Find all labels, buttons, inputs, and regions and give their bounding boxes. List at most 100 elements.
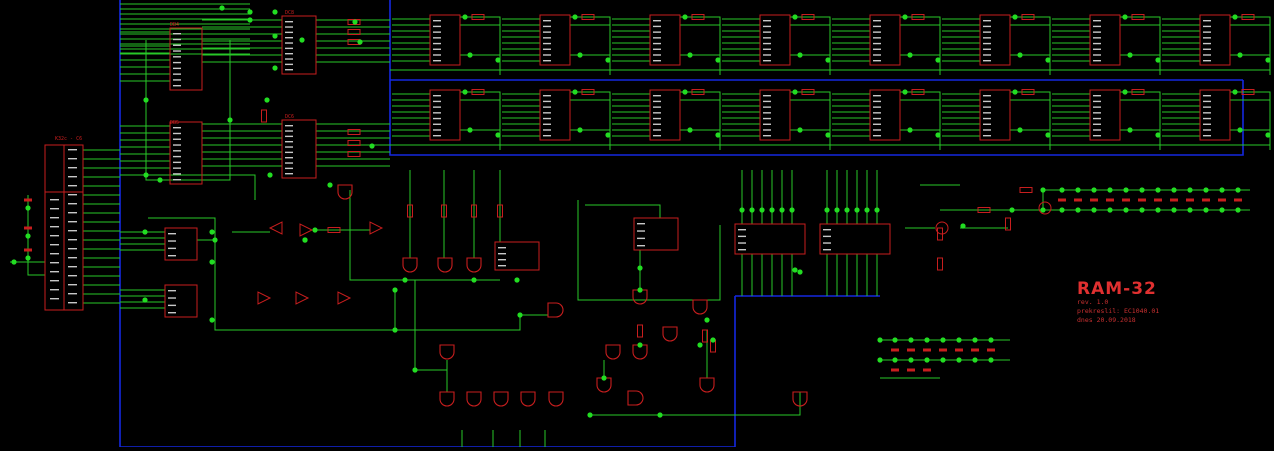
wire	[27, 195, 45, 276]
wire	[585, 204, 661, 218]
pin-label	[1203, 60, 1211, 62]
pin-label	[983, 100, 991, 103]
pin-label	[168, 290, 176, 292]
junction-dot	[972, 337, 978, 343]
pin-label	[1203, 42, 1211, 45]
junction-dot	[1127, 127, 1133, 133]
pin-label	[285, 125, 293, 127]
pin-label	[653, 100, 661, 103]
capacitor	[1058, 198, 1066, 202]
pin-label	[433, 129, 441, 131]
pin-label	[543, 117, 551, 120]
pin-label	[653, 117, 661, 120]
logic-gate	[402, 257, 418, 273]
pin-label	[1203, 95, 1211, 97]
pin-label	[68, 284, 77, 286]
pin-label	[1203, 25, 1211, 28]
title-block: RAM-32 rev. 1.0 prekreslil: EC1040.01 dn…	[1077, 280, 1159, 325]
memory-chip	[759, 14, 791, 66]
pin-label	[50, 280, 59, 282]
junction-dot	[1187, 187, 1193, 193]
pin-label	[68, 221, 77, 223]
junction-dot	[892, 337, 898, 343]
ic-db5-label: DB5	[170, 120, 179, 126]
pin-label	[653, 60, 661, 62]
junction-dot	[327, 182, 333, 188]
junction-dot	[1017, 52, 1023, 58]
pin-label	[50, 199, 59, 201]
pin-label	[873, 112, 881, 114]
junction-dot	[682, 89, 688, 95]
ic-dc8	[281, 15, 317, 75]
resistor	[407, 204, 413, 218]
junction-dot	[1265, 57, 1271, 63]
junction-dot	[299, 37, 305, 43]
capacitor	[891, 368, 899, 372]
junction-dot	[1187, 207, 1193, 213]
junction-dot	[792, 14, 798, 20]
capacitor	[907, 368, 915, 372]
pin-label	[873, 37, 881, 39]
pin-label	[1093, 25, 1101, 28]
pin-label	[68, 239, 77, 241]
junction-dot	[369, 143, 375, 149]
junction-dot	[1045, 132, 1051, 138]
pin-label	[763, 129, 771, 131]
junction-dot	[1123, 207, 1129, 213]
memory-chip	[429, 89, 461, 141]
resistor	[1005, 217, 1011, 231]
capacitor	[1218, 198, 1226, 202]
junction-dot	[1127, 52, 1133, 58]
junction-dot	[209, 229, 215, 235]
junction-dot	[797, 269, 803, 275]
junction-dot	[1012, 14, 1018, 20]
junction-dot	[1122, 89, 1128, 95]
logic-gate	[437, 257, 453, 273]
pin-label	[983, 25, 991, 28]
junction-dot	[1155, 57, 1161, 63]
memory-chip	[1199, 14, 1231, 66]
pin-label	[68, 248, 77, 250]
junction-dot	[1059, 187, 1065, 193]
pin-label	[173, 50, 181, 52]
pin-label	[873, 25, 881, 28]
pin-label	[285, 53, 293, 55]
pin-label	[738, 242, 746, 244]
junction-dot	[682, 14, 688, 20]
junction-dot	[467, 127, 473, 133]
junction-dot	[352, 19, 358, 25]
pin-label	[173, 79, 181, 81]
wire	[790, 16, 831, 75]
resistor	[497, 204, 503, 218]
memory-chip	[979, 89, 1011, 141]
junction-dot	[1219, 207, 1225, 213]
junction-dot	[956, 337, 962, 343]
wire	[460, 16, 501, 75]
pin-label	[50, 253, 59, 255]
junction-dot	[1237, 127, 1243, 133]
pin-label	[763, 123, 771, 125]
memory-chip	[1089, 14, 1121, 66]
junction-dot	[902, 14, 908, 20]
junction-dot	[1040, 207, 1046, 213]
junction-dot	[412, 367, 418, 373]
pin-label	[168, 240, 176, 242]
pin-label	[1093, 31, 1101, 33]
logic-gate	[439, 344, 455, 360]
pin-label	[68, 212, 77, 214]
capacitor	[1170, 198, 1178, 202]
capacitor	[1106, 198, 1114, 202]
junction-dot	[1009, 207, 1015, 213]
pin-label	[285, 157, 293, 159]
pin-label	[285, 173, 293, 175]
logic-gate	[692, 299, 708, 315]
junction-dot	[834, 207, 840, 213]
pin-label	[50, 262, 59, 264]
wire	[460, 91, 501, 150]
junction-dot	[572, 89, 578, 95]
logic-gate	[605, 344, 621, 360]
buffer-gate	[257, 291, 272, 305]
junction-dot	[462, 14, 468, 20]
pin-label	[873, 135, 881, 137]
